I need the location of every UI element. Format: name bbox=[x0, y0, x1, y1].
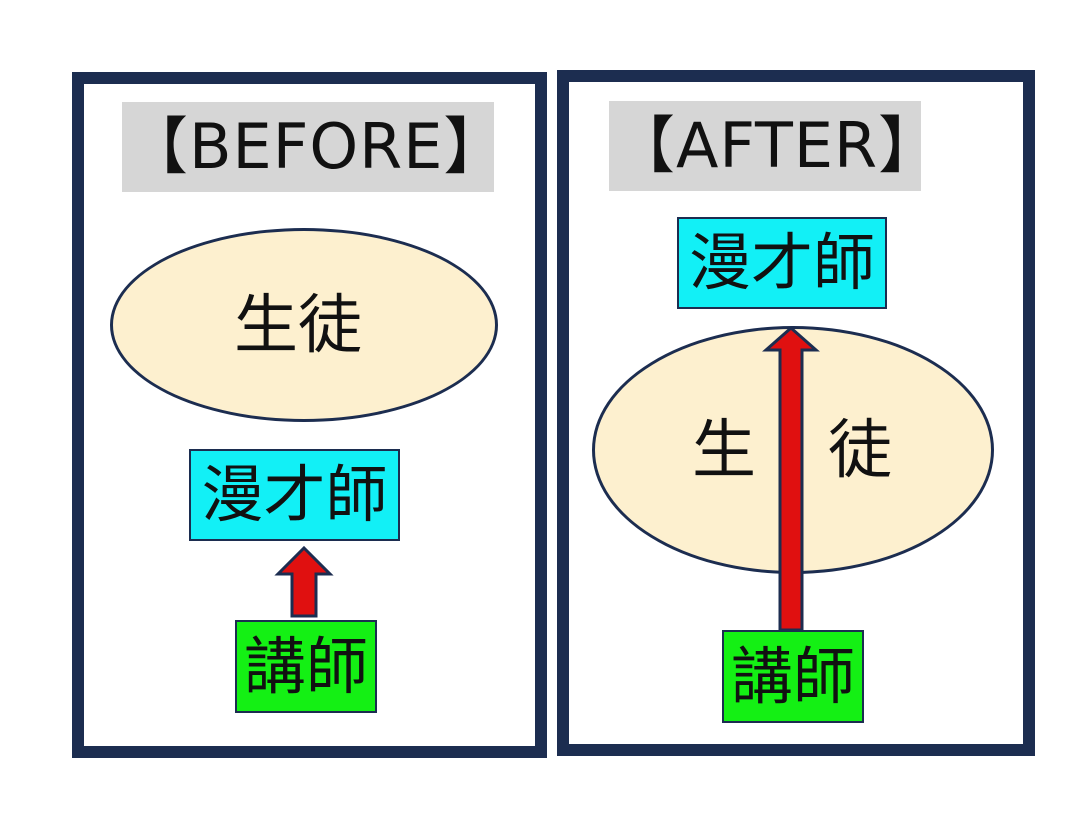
before-student-label: 生徒 bbox=[234, 289, 362, 363]
after-student-label-left: 生 bbox=[692, 414, 756, 488]
after-up-arrow-icon bbox=[762, 326, 820, 632]
before-up-arrow-icon bbox=[274, 545, 334, 618]
before-title: 【BEFORE】 bbox=[122, 102, 505, 192]
after-title: 【AFTER】 bbox=[609, 101, 940, 191]
after-lecturer-box: 講師 bbox=[722, 630, 864, 723]
before-lecturer-box: 講師 bbox=[235, 620, 377, 713]
after-student-label-right: 徒 bbox=[828, 414, 892, 488]
after-comedian-box: 漫才師 bbox=[677, 217, 887, 309]
before-student-ellipse bbox=[110, 228, 498, 422]
before-comedian-box: 漫才師 bbox=[189, 449, 400, 541]
